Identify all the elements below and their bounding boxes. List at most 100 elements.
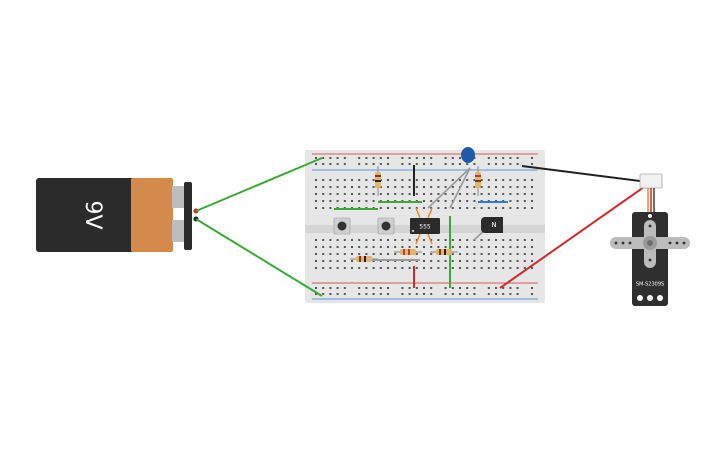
breadboard-hole[interactable]: [451, 179, 454, 181]
breadboard-hole[interactable]: [495, 239, 497, 241]
breadboard-hole[interactable]: [487, 157, 490, 159]
breadboard-hole[interactable]: [365, 239, 368, 241]
breadboard-hole[interactable]: [430, 293, 433, 295]
breadboard-hole[interactable]: [358, 163, 361, 165]
breadboard-hole[interactable]: [487, 253, 490, 255]
breadboard-hole[interactable]: [408, 157, 411, 159]
breadboard-hole[interactable]: [423, 287, 425, 289]
breadboard-hole[interactable]: [473, 260, 476, 262]
breadboard-hole[interactable]: [444, 267, 447, 269]
breadboard-hole[interactable]: [358, 287, 361, 289]
breadboard-hole[interactable]: [336, 239, 339, 241]
breadboard-hole[interactable]: [473, 253, 476, 255]
breadboard-hole[interactable]: [322, 253, 325, 255]
breadboard-hole[interactable]: [516, 193, 519, 195]
breadboard-hole[interactable]: [473, 293, 476, 295]
breadboard-hole[interactable]: [415, 287, 418, 289]
breadboard-hole[interactable]: [451, 239, 454, 241]
breadboard-hole[interactable]: [451, 293, 454, 295]
breadboard-hole[interactable]: [466, 193, 469, 195]
breadboard-hole[interactable]: [516, 157, 519, 159]
breadboard-hole[interactable]: [459, 163, 461, 165]
breadboard-hole[interactable]: [315, 260, 317, 262]
breadboard-hole[interactable]: [531, 267, 533, 269]
breadboard-hole[interactable]: [444, 287, 447, 289]
breadboard-hole[interactable]: [531, 287, 533, 289]
breadboard-hole[interactable]: [495, 253, 497, 255]
breadboard-hole[interactable]: [531, 193, 533, 195]
breadboard-hole[interactable]: [495, 293, 497, 295]
breadboard-hole[interactable]: [329, 157, 332, 159]
breadboard-hole[interactable]: [509, 287, 512, 289]
breadboard-hole[interactable]: [372, 253, 375, 255]
breadboard-hole[interactable]: [358, 253, 361, 255]
breadboard-hole[interactable]: [466, 287, 469, 289]
breadboard-hole[interactable]: [351, 193, 353, 195]
breadboard-hole[interactable]: [372, 267, 375, 269]
breadboard-hole[interactable]: [365, 200, 368, 202]
breadboard-hole[interactable]: [315, 186, 317, 188]
breadboard-hole[interactable]: [495, 246, 497, 248]
wire-gray-1[interactable]: [427, 167, 471, 209]
breadboard-hole[interactable]: [423, 193, 425, 195]
breadboard-hole[interactable]: [329, 186, 332, 188]
breadboard-hole[interactable]: [408, 239, 411, 241]
breadboard-hole[interactable]: [358, 157, 361, 159]
breadboard-hole[interactable]: [459, 267, 461, 269]
breadboard-hole[interactable]: [444, 179, 447, 181]
breadboard-hole[interactable]: [459, 207, 461, 209]
breadboard-hole[interactable]: [401, 239, 404, 241]
breadboard-hole[interactable]: [358, 246, 361, 248]
breadboard-hole[interactable]: [343, 239, 346, 241]
breadboard-hole[interactable]: [509, 260, 512, 262]
breadboard-hole[interactable]: [351, 239, 353, 241]
breadboard-hole[interactable]: [459, 246, 461, 248]
breadboard-hole[interactable]: [401, 246, 404, 248]
breadboard-hole[interactable]: [329, 163, 332, 165]
breadboard-hole[interactable]: [516, 239, 519, 241]
breadboard-hole[interactable]: [437, 207, 440, 209]
resistor-2[interactable]: [475, 166, 481, 196]
breadboard-hole[interactable]: [459, 200, 461, 202]
breadboard-hole[interactable]: [372, 200, 375, 202]
breadboard-hole[interactable]: [351, 246, 353, 248]
breadboard-hole[interactable]: [502, 293, 505, 295]
breadboard-hole[interactable]: [495, 267, 497, 269]
breadboard-hole[interactable]: [329, 293, 332, 295]
breadboard-hole[interactable]: [523, 179, 526, 181]
breadboard-hole[interactable]: [379, 267, 382, 269]
breadboard-hole[interactable]: [480, 246, 483, 248]
breadboard-hole[interactable]: [437, 179, 440, 181]
breadboard-hole[interactable]: [430, 287, 433, 289]
breadboard-hole[interactable]: [531, 157, 533, 159]
resistor-1[interactable]: [375, 166, 381, 196]
breadboard-hole[interactable]: [343, 200, 346, 202]
breadboard-hole[interactable]: [444, 293, 447, 295]
breadboard-hole[interactable]: [423, 293, 425, 295]
breadboard-hole[interactable]: [336, 253, 339, 255]
breadboard-hole[interactable]: [379, 186, 382, 188]
breadboard-hole[interactable]: [516, 267, 519, 269]
breadboard-hole[interactable]: [336, 163, 339, 165]
breadboard-hole[interactable]: [480, 207, 483, 209]
breadboard-hole[interactable]: [516, 253, 519, 255]
breadboard-hole[interactable]: [466, 293, 469, 295]
breadboard-hole[interactable]: [372, 246, 375, 248]
breadboard-hole[interactable]: [415, 246, 418, 248]
breadboard-hole[interactable]: [444, 260, 447, 262]
breadboard-hole[interactable]: [480, 193, 483, 195]
breadboard-hole[interactable]: [336, 179, 339, 181]
breadboard-hole[interactable]: [531, 253, 533, 255]
breadboard-hole[interactable]: [487, 239, 490, 241]
breadboard-hole[interactable]: [387, 163, 389, 165]
breadboard-hole[interactable]: [531, 179, 533, 181]
breadboard-hole[interactable]: [408, 193, 411, 195]
breadboard-hole[interactable]: [415, 186, 418, 188]
breadboard-hole[interactable]: [315, 246, 317, 248]
breadboard-hole[interactable]: [509, 267, 512, 269]
breadboard-hole[interactable]: [401, 207, 404, 209]
breadboard-hole[interactable]: [329, 207, 332, 209]
breadboard-hole[interactable]: [509, 246, 512, 248]
breadboard-hole[interactable]: [387, 239, 389, 241]
breadboard-hole[interactable]: [401, 293, 404, 295]
